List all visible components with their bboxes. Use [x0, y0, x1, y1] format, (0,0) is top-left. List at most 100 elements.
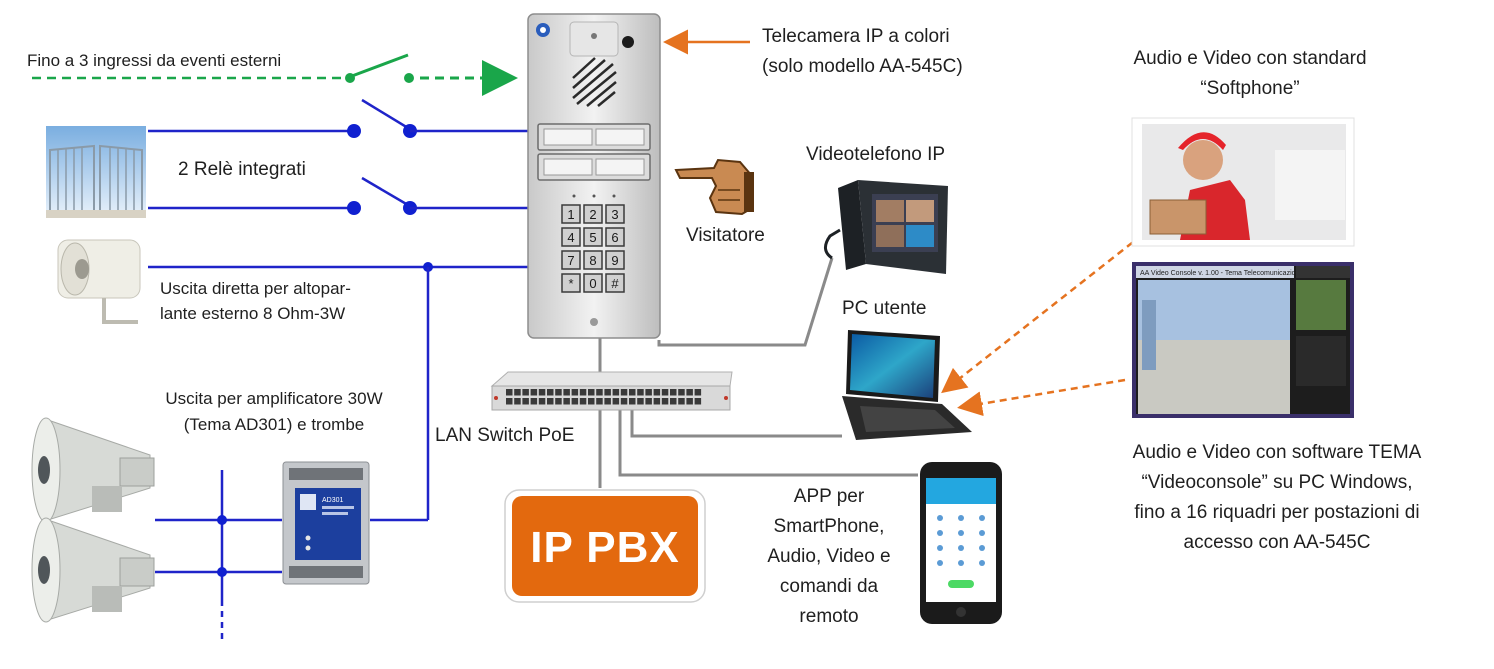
- keypad-key: [605, 250, 625, 270]
- videoconsole-screenshot: AA Video Console v. 1.00 - Tema Telecomu…: [1132, 262, 1354, 418]
- camera-line1: Telecamera IP a colori: [762, 26, 950, 47]
- keypad-key: [605, 204, 625, 224]
- switch-port: [588, 389, 595, 396]
- switch-port: [645, 398, 652, 405]
- keypad-key: [605, 227, 625, 247]
- keypad-key-label: *: [568, 276, 573, 291]
- pbx-box: [504, 489, 706, 603]
- phone-key: [979, 560, 985, 566]
- switch-port: [563, 389, 570, 396]
- phone-key: [958, 545, 964, 551]
- amplifier-model-label: AD301: [322, 497, 344, 504]
- keypad-key: [583, 204, 603, 224]
- camera-line2: (solo modello AA-545C): [762, 56, 963, 77]
- app-line3: Audio, Video e: [767, 546, 891, 567]
- switch-port: [538, 398, 546, 405]
- gate-image: [46, 126, 146, 218]
- switch-port: [571, 398, 579, 405]
- switch-port: [645, 389, 652, 396]
- switch-ports: [506, 389, 702, 405]
- amplifier-module: AD301: [282, 461, 370, 585]
- switch-port: [514, 398, 521, 405]
- switch-port: [637, 398, 644, 405]
- videophone-label: Videotelefono IP: [806, 144, 946, 165]
- amplifier-output-line1: Uscita per amplificatore 30W: [165, 389, 383, 408]
- switch-port: [530, 389, 538, 396]
- keypad-key-label: 3: [611, 207, 618, 222]
- switch-port: [547, 398, 554, 405]
- speaker-output-line1: Uscita diretta per altopar-: [160, 279, 351, 298]
- switch-port: [661, 389, 669, 396]
- switch-port: [571, 389, 579, 396]
- phone-key: [958, 530, 964, 536]
- switch-port: [686, 398, 693, 405]
- pbx-label: IP PBX: [530, 523, 680, 572]
- relay-wires: [148, 98, 528, 215]
- keypad-key: [583, 250, 603, 270]
- keypad-key-label: 4: [567, 230, 574, 245]
- switch-port: [596, 398, 603, 405]
- keypad-key: [561, 273, 581, 293]
- videophone-image: [824, 180, 948, 274]
- phone-key: [979, 515, 985, 521]
- software-line2: “Videoconsole” su PC Windows,: [1141, 472, 1413, 493]
- switch-port: [555, 389, 562, 396]
- visitor-hand-icon: [674, 158, 754, 216]
- switch-port: [653, 398, 661, 405]
- switch-port: [506, 398, 513, 405]
- softphone-label: Audio e Video con standard “Softphone”: [1090, 44, 1410, 104]
- switch-port: [694, 389, 702, 396]
- audio-wires: [148, 262, 528, 640]
- amplifier-output-label: Uscita per amplificatore 30W (Tema AD301…: [138, 386, 410, 438]
- switch-port: [620, 398, 628, 405]
- softphone-photo: [1131, 117, 1355, 247]
- app-line2: SmartPhone,: [773, 516, 885, 537]
- keypad-key-label: 9: [611, 253, 618, 268]
- software-line4: accesso con AA-545C: [1183, 532, 1371, 553]
- keypad-key: [605, 273, 625, 293]
- phone-key: [937, 515, 943, 521]
- switch-port: [547, 389, 554, 396]
- software-line1: Audio e Video con software TEMA: [1132, 442, 1422, 463]
- keypad-key-label: 0: [589, 276, 596, 291]
- switch-port: [579, 398, 587, 405]
- switch-port: [538, 389, 546, 396]
- camera-label: Telecamera IP a colori (solo modello AA-…: [762, 22, 963, 82]
- app-line5: remoto: [799, 606, 859, 627]
- switch-port: [686, 389, 693, 396]
- phone-key: [979, 530, 985, 536]
- relays-label: 2 Relè integrati: [178, 159, 306, 180]
- switch-port: [612, 398, 620, 405]
- switch-port: [629, 389, 636, 396]
- app-label: APP per SmartPhone, Audio, Video e coman…: [744, 482, 914, 632]
- keypad-key-label: 2: [589, 207, 596, 222]
- phone-key: [979, 545, 985, 551]
- external-input-line: [32, 53, 518, 96]
- switch-port: [637, 389, 644, 396]
- phone-key: [937, 530, 943, 536]
- keypad-key-label: 6: [611, 230, 618, 245]
- switch-port: [620, 389, 628, 396]
- app-line1: APP per: [793, 486, 865, 507]
- switch-port: [563, 398, 570, 405]
- switch-port: [522, 398, 529, 405]
- keypad-key-label: 5: [589, 230, 596, 245]
- switch-port: [596, 389, 603, 396]
- softphone-line2: “Softphone”: [1200, 78, 1300, 99]
- app-line4: comandi da: [779, 576, 879, 597]
- switch-port: [514, 389, 521, 396]
- switch-port: [612, 389, 620, 396]
- switch-port: [604, 398, 611, 405]
- horn-speakers-image: [31, 417, 155, 623]
- keypad-key-label: 8: [589, 253, 596, 268]
- switch-port: [653, 389, 661, 396]
- switch-port: [661, 398, 669, 405]
- phone-key: [937, 560, 943, 566]
- phone-dialpad: [937, 515, 985, 566]
- switch-port: [678, 389, 685, 396]
- switch-port: [579, 389, 587, 396]
- lan-switch-label: LAN Switch PoE: [435, 425, 575, 446]
- network-cables: [598, 257, 918, 488]
